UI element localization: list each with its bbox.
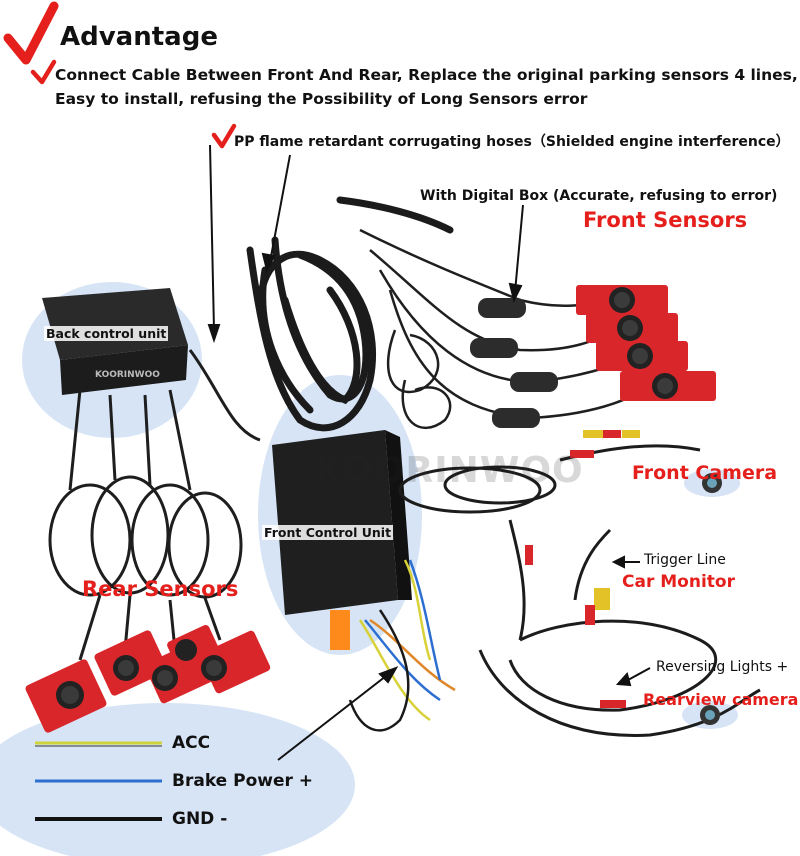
front-control-unit [272, 430, 412, 650]
box-brand-label: KOORINWOO [95, 370, 160, 380]
legend-gnd: GND - [172, 809, 228, 829]
checkmark-icon [3, 1, 59, 65]
reversing-lights-label: Reversing Lights + [656, 659, 789, 675]
back-control-unit [42, 288, 188, 395]
front-control-unit-label: Front Control Unit [262, 525, 394, 540]
rear-sensor-cables [48, 349, 261, 661]
digital-box-label: With Digital Box (Accurate, refusing to … [420, 188, 778, 204]
feature-hose: PP flame retardant corrugating hoses（Shi… [234, 134, 790, 150]
car-monitor-label: Car Monitor [622, 572, 735, 592]
page-title: Advantage [60, 22, 218, 52]
corrugated-hose [246, 196, 454, 432]
rca-plugs [525, 430, 640, 708]
back-control-unit-label: Back control unit [44, 326, 169, 341]
feature-line-1: Connect Cable Between Front And Rear, Re… [55, 66, 798, 84]
watermark: KOORINWOO [315, 450, 584, 491]
digital-boxes [470, 298, 558, 428]
trigger-line-label: Trigger Line [644, 552, 726, 568]
feature-line-2: Easy to install, refusing the Possibilit… [55, 90, 588, 108]
pointer-arrows [207, 144, 651, 761]
checkmark-icon [211, 123, 237, 149]
front-sensors [576, 285, 716, 401]
front-camera-label: Front Camera [632, 462, 778, 484]
legend-acc: ACC [172, 733, 211, 753]
power-wires [348, 559, 456, 732]
front-sensors-label: Front Sensors [583, 208, 748, 232]
rear-sensors [25, 625, 271, 733]
rear-sensors-label: Rear Sensors [82, 577, 239, 601]
camera-icon [700, 473, 722, 725]
rearview-camera-label: Rearview camera [643, 690, 799, 709]
legend-brake-power: Brake Power + [172, 771, 314, 791]
checkmark-icon [30, 59, 57, 85]
